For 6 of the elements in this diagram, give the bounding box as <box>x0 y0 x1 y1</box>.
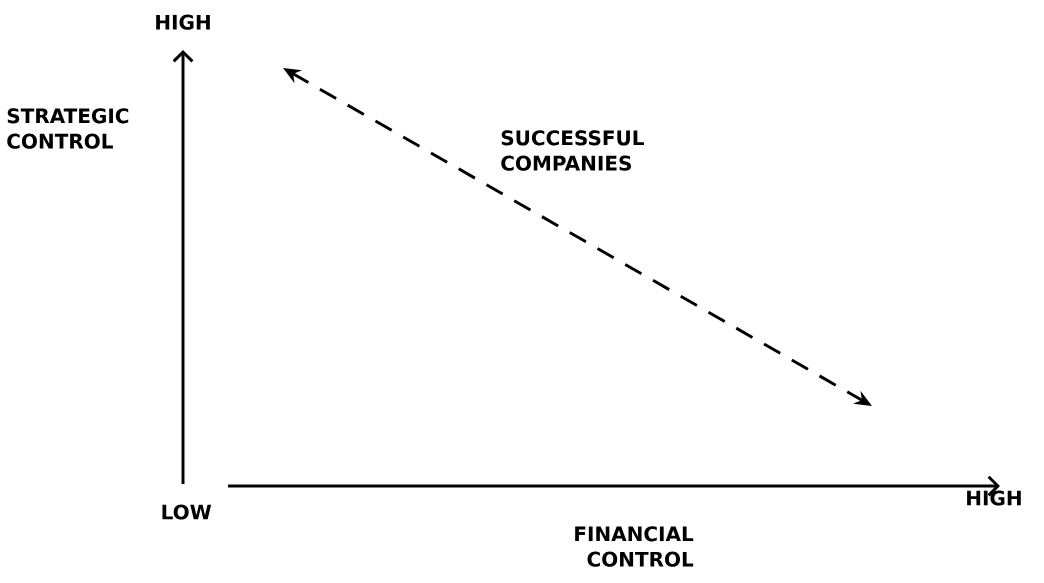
axis-label: HIGH <box>156 14 210 30</box>
axis-title: FINANCIAL CONTROL <box>575 526 694 567</box>
axis-label: LOW <box>162 504 212 520</box>
axis-label: HIGH <box>967 490 1021 506</box>
annotation-text: SUCCESSFUL COMPANIES <box>501 130 644 171</box>
axis-title: STRATEGIC CONTROL <box>7 108 129 149</box>
